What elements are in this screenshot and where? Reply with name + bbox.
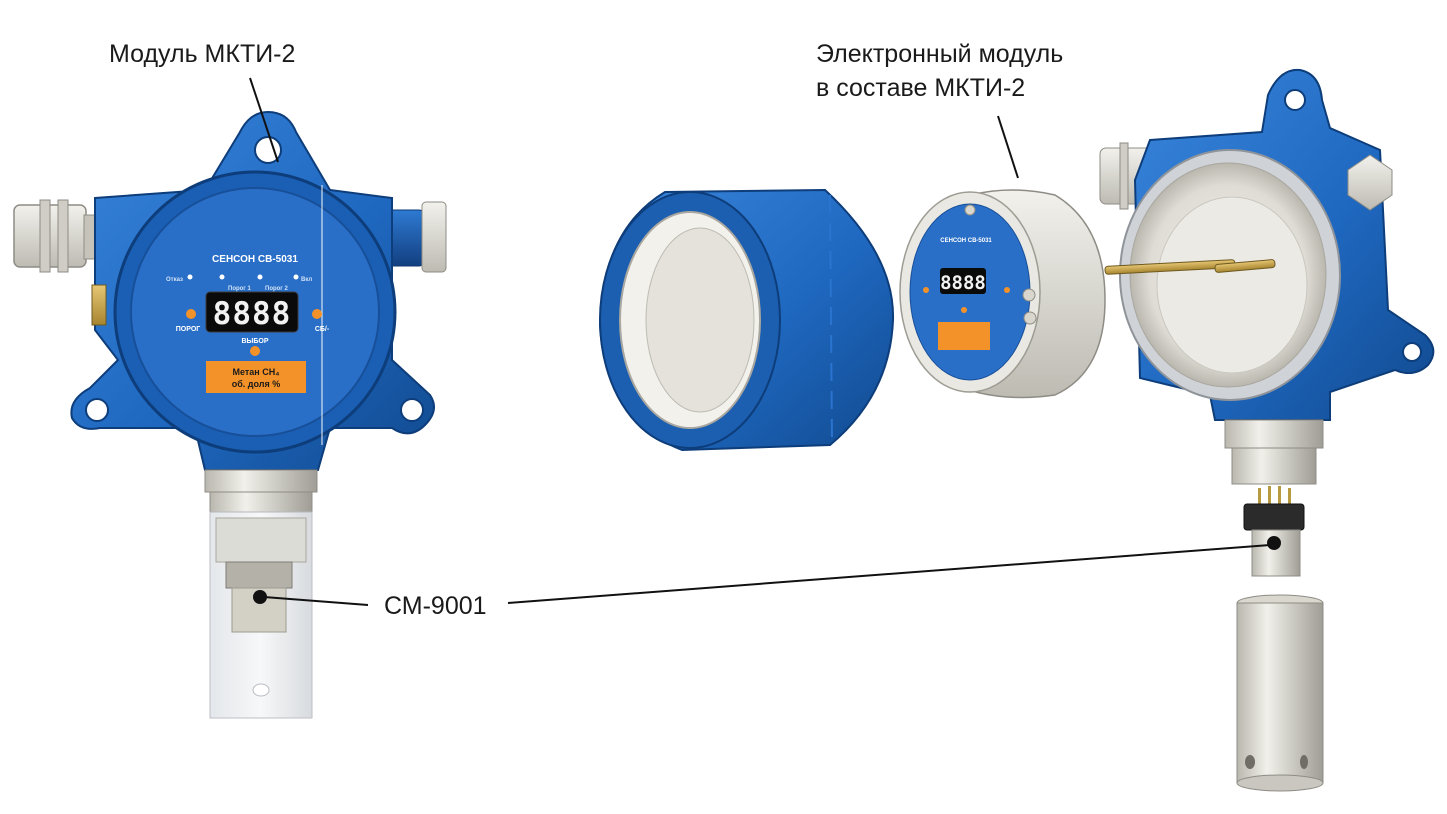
label-sensor: СМ-9001 [384,592,487,620]
mounting-hole [254,136,282,164]
button-label-vybor: ВЫБОР [241,338,268,345]
gas-label-plate [206,361,306,393]
gas-name: Метан СН₄ [232,367,279,377]
electronic-module: СЕНСОН СВ-5031 8888 [899,189,1106,399]
module-brand: СЕНСОН СВ-5031 [940,238,992,244]
leader-line-sensor-left [263,596,369,606]
sensor-dot [253,590,267,604]
cable-gland [13,199,99,273]
mounting-hole [85,398,109,422]
module-display [940,268,986,294]
label-electronic-module-line1: Электронный модуль [816,40,1064,68]
mounting-hole [400,398,424,422]
front-panel: СЕНСОН СВ-5031 Отказ Порог 1 Порог 2 Вкл… [166,254,330,393]
leader-line-module [249,77,279,163]
sensor-dot [1267,536,1281,550]
front-cover-cap [598,188,895,452]
led-label: Вкл [301,277,312,283]
label-module: Модуль МКТИ-2 [109,40,296,68]
mounting-hole [1402,342,1422,362]
led-indicator [250,346,260,356]
sensor-fitting [204,469,318,493]
sensor-cm9001-detached [1243,486,1305,577]
module-gas-plate [938,322,990,350]
ground-screw [91,284,107,326]
leader-line-electronic [997,115,1019,179]
led-label: Отказ [166,277,183,283]
led-label: Порог 2 [265,286,288,292]
side-plug [383,201,447,273]
digital-display [205,291,299,333]
led-indicator [186,309,196,319]
mounting-hole [1284,89,1306,111]
open-housing [1099,68,1435,792]
display-value: 8888 [213,296,292,332]
button-label-sb: СБ/- [315,326,330,333]
assembled-module: СЕНСОН СВ-5031 Отказ Порог 1 Порог 2 Вкл… [13,110,447,719]
button-label-porog: ПОРОГ [176,326,200,333]
leader-line-sensor-right [507,544,1271,604]
module-display-value: 8888 [940,272,986,294]
gas-units: об. доля % [232,379,281,389]
led-label: Порог 1 [228,286,251,292]
label-electronic-module-line2: в составе МКТИ-2 [816,74,1026,102]
leader-lines [249,77,1271,606]
led-indicator [312,309,322,319]
device-brand: СЕНСОН СВ-5031 [212,254,298,265]
sensor-guard-detached [1236,594,1324,792]
